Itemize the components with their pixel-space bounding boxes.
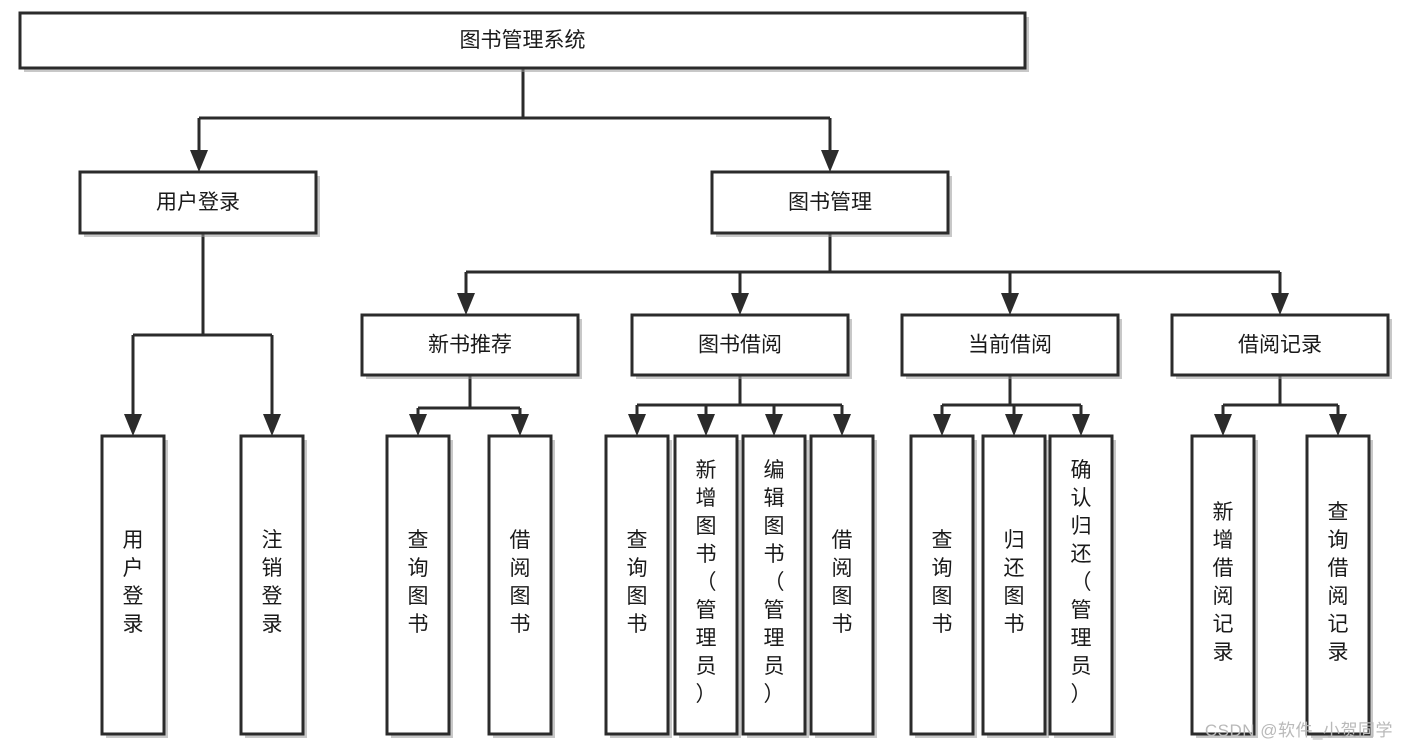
node-leaf-borrow-book-label: 借阅图书 [832, 529, 853, 636]
borrow-branch-2-arrowhead [765, 414, 783, 436]
node-leaf-edit-book[interactable]: 编辑图书（管理员） [741, 434, 809, 738]
node-leaf-confirm-return-label: 确认归还（管理员） [1071, 459, 1092, 706]
node-borrow-record-rect[interactable] [1170, 313, 1390, 377]
record-branch-0-arrowhead [1214, 414, 1232, 436]
book-mgmt-branch-1-arrowhead [731, 293, 749, 315]
borrow-branch-0-arrowhead [628, 414, 646, 436]
node-leaf-user-login[interactable]: 用户登录 [100, 434, 168, 738]
node-book-borrow-rect[interactable] [630, 313, 850, 377]
node-leaf-borrow-book-recommend-label: 借阅图书 [510, 529, 531, 636]
node-leaf-query-borrow-record-rect[interactable] [1305, 434, 1371, 736]
node-leaf-borrow-book-rect[interactable] [809, 434, 875, 736]
node-layer: 图书管理系统用户登录图书管理新书推荐图书借阅当前借阅借阅记录用户登录注销登录查询… [18, 11, 1392, 738]
csdn-watermark: CSDN @软件_小贺同学 [1204, 721, 1393, 740]
node-leaf-edit-book-label: 编辑图书（管理员） [764, 459, 785, 706]
connector-layer [124, 68, 1347, 436]
recommend-branch-0-arrowhead [409, 414, 427, 436]
node-leaf-borrow-book-recommend[interactable]: 借阅图书 [487, 434, 555, 738]
node-leaf-query-book-current-label: 查询图书 [932, 529, 953, 636]
node-leaf-add-book[interactable]: 新增图书（管理员） [673, 434, 741, 738]
node-root-图书管理系统-label: 图书管理系统 [460, 29, 586, 52]
node-user-login[interactable]: 用户登录 [78, 170, 320, 237]
root-branch-0-arrowhead [190, 150, 208, 172]
node-book-management[interactable]: 图书管理 [710, 170, 952, 237]
current-branch-1-arrowhead [1005, 414, 1023, 436]
node-leaf-query-borrow-record[interactable]: 查询借阅记录 [1305, 434, 1373, 738]
book-mgmt-branch-0-arrowhead [457, 293, 475, 315]
node-new-book-recommend[interactable]: 新书推荐 [360, 313, 582, 379]
user-login-branch-0-arrowhead [124, 414, 142, 436]
node-leaf-user-login-rect[interactable] [100, 434, 166, 736]
node-current-borrow-label: 当前借阅 [968, 334, 1052, 357]
node-leaf-user-login-label: 用户登录 [123, 529, 144, 636]
node-leaf-query-book-borrow-label: 查询图书 [627, 529, 648, 636]
node-leaf-query-book-current[interactable]: 查询图书 [909, 434, 977, 738]
node-leaf-borrow-book[interactable]: 借阅图书 [809, 434, 877, 738]
node-book-borrow-label: 图书借阅 [698, 334, 782, 357]
node-leaf-query-book-recommend[interactable]: 查询图书 [385, 434, 453, 738]
book-mgmt-branch-3-arrowhead [1271, 293, 1289, 315]
recommend-branch-1-arrowhead [511, 414, 529, 436]
node-borrow-record-label: 借阅记录 [1238, 334, 1322, 357]
current-branch-0-arrowhead [933, 414, 951, 436]
node-book-management-rect[interactable] [710, 170, 950, 235]
node-new-book-recommend-label: 新书推荐 [428, 334, 512, 357]
current-branch-2-arrowhead [1072, 414, 1090, 436]
borrow-branch-3-arrowhead [833, 414, 851, 436]
node-leaf-query-book-recommend-rect[interactable] [385, 434, 451, 736]
node-user-login-rect[interactable] [78, 170, 318, 235]
user-login-branch-1-arrowhead [263, 414, 281, 436]
node-borrow-record[interactable]: 借阅记录 [1170, 313, 1392, 379]
node-leaf-add-borrow-record-label: 新增借阅记录 [1213, 501, 1234, 664]
node-leaf-add-borrow-record-rect[interactable] [1190, 434, 1256, 736]
node-leaf-query-book-borrow-rect[interactable] [604, 434, 670, 736]
node-leaf-return-book[interactable]: 归还图书 [981, 434, 1049, 738]
node-leaf-edit-book-rect[interactable] [741, 434, 807, 736]
node-leaf-add-book-label: 新增图书（管理员） [696, 459, 717, 706]
node-new-book-recommend-rect[interactable] [360, 313, 580, 377]
book-mgmt-branch-2-arrowhead [1001, 293, 1019, 315]
node-leaf-borrow-book-recommend-rect[interactable] [487, 434, 553, 736]
node-leaf-return-book-rect[interactable] [981, 434, 1047, 736]
node-leaf-confirm-return[interactable]: 确认归还（管理员） [1048, 434, 1116, 738]
borrow-branch-1-arrowhead [697, 414, 715, 436]
node-root-图书管理系统[interactable]: 图书管理系统 [18, 11, 1029, 72]
node-leaf-query-borrow-record-label: 查询借阅记录 [1328, 501, 1349, 664]
node-current-borrow[interactable]: 当前借阅 [900, 313, 1122, 379]
node-leaf-query-book-borrow[interactable]: 查询图书 [604, 434, 672, 738]
node-leaf-return-book-label: 归还图书 [1004, 529, 1025, 636]
node-leaf-query-book-recommend-label: 查询图书 [408, 529, 429, 636]
node-leaf-confirm-return-rect[interactable] [1048, 434, 1114, 736]
node-leaf-add-borrow-record[interactable]: 新增借阅记录 [1190, 434, 1258, 738]
node-book-borrow[interactable]: 图书借阅 [630, 313, 852, 379]
record-branch-1-arrowhead [1329, 414, 1347, 436]
node-current-borrow-rect[interactable] [900, 313, 1120, 377]
node-user-login-label: 用户登录 [156, 191, 240, 214]
node-root-图书管理系统-rect[interactable] [18, 11, 1027, 70]
node-leaf-add-book-rect[interactable] [673, 434, 739, 736]
node-leaf-query-book-current-rect[interactable] [909, 434, 975, 736]
node-book-management-label: 图书管理 [788, 191, 872, 214]
root-branch-1-arrowhead [821, 150, 839, 172]
node-leaf-logout-login-label: 注销登录 [262, 529, 283, 636]
node-leaf-logout-login-rect[interactable] [239, 434, 305, 736]
node-leaf-logout-login[interactable]: 注销登录 [239, 434, 307, 738]
